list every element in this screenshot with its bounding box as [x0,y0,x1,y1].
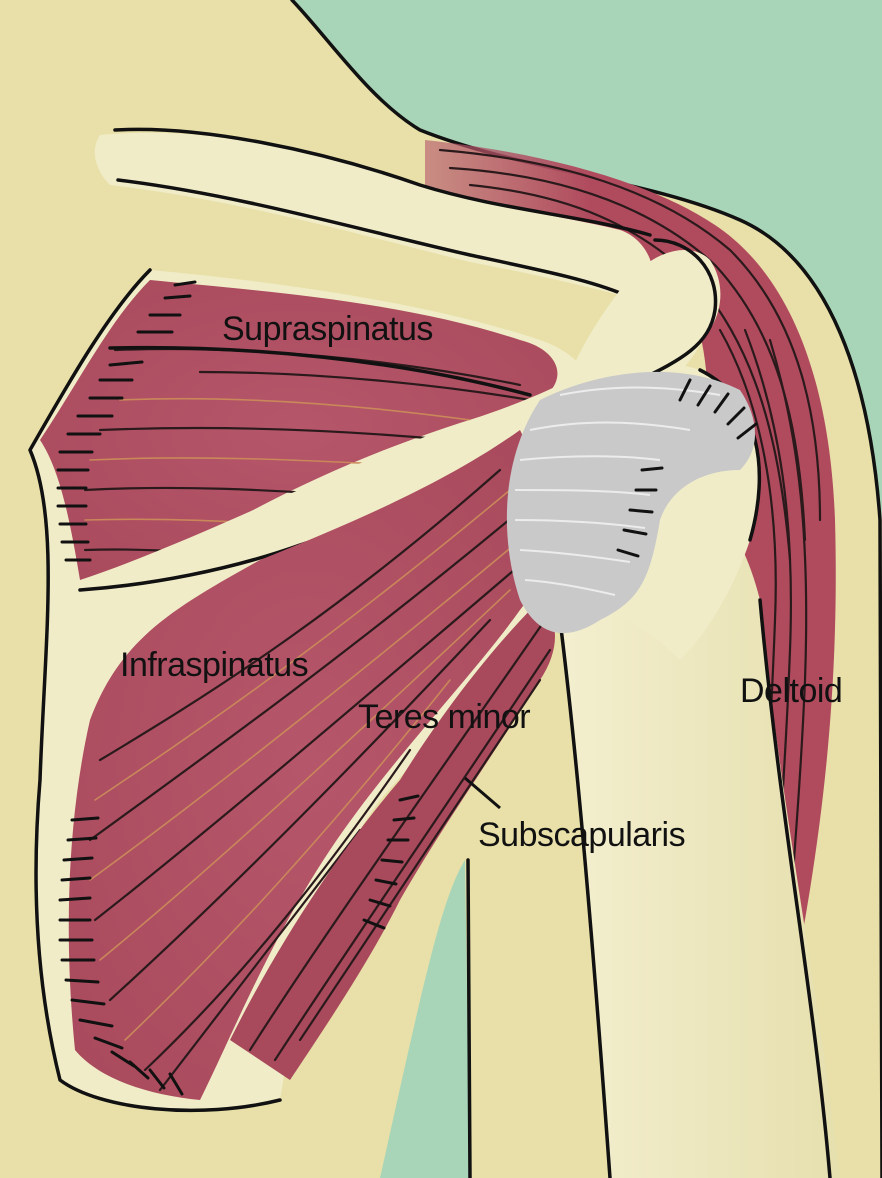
label-deltoid: Deltoid [740,672,842,710]
label-supraspinatus: Supraspinatus [222,310,433,348]
label-subscapularis: Subscapularis [478,816,685,854]
label-infraspinatus: Infraspinatus [120,646,308,684]
arm-inner-outline [468,860,470,1178]
label-teres-minor: Teres minor [358,698,530,736]
